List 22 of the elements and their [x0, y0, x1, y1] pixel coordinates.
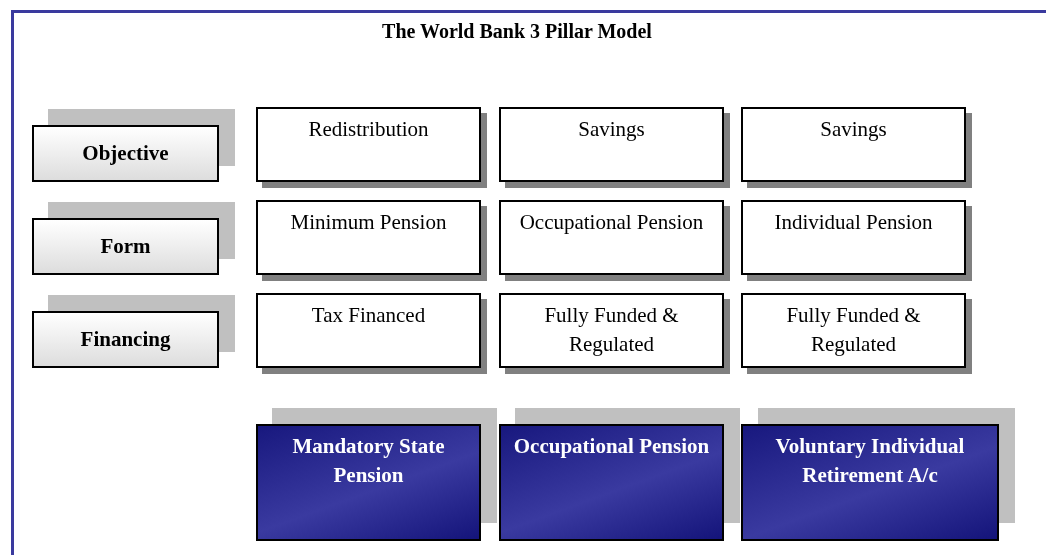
node-label: Fully Funded & Regulated — [543, 302, 680, 358]
node-label: Minimum Pension — [290, 209, 447, 236]
row-header-box — [32, 125, 219, 182]
node-label: Financing — [80, 327, 171, 352]
node-label: Mandatory State Pension — [291, 433, 446, 489]
pillar-box — [499, 424, 724, 541]
node-label: Redistribution — [308, 116, 429, 143]
node-label: Individual Pension — [774, 209, 933, 236]
pillar-box — [256, 424, 481, 541]
row-header-box — [32, 311, 219, 368]
node-label: Savings — [578, 116, 645, 143]
diagram-title: The World Bank 3 Pillar Model — [381, 20, 653, 43]
row-header-box — [32, 218, 219, 275]
node-label: Fully Funded & Regulated — [785, 302, 922, 358]
node-label: Form — [100, 234, 151, 259]
pillar-box — [741, 424, 999, 541]
node-label: Savings — [820, 116, 887, 143]
node-label: Tax Financed — [311, 302, 426, 329]
node-label: Objective — [82, 141, 169, 166]
node-label: Occupational Pension — [519, 209, 704, 236]
node-label: Occupational Pension — [513, 433, 710, 460]
node-label: Voluntary Individual Retirement A/c — [774, 433, 966, 489]
